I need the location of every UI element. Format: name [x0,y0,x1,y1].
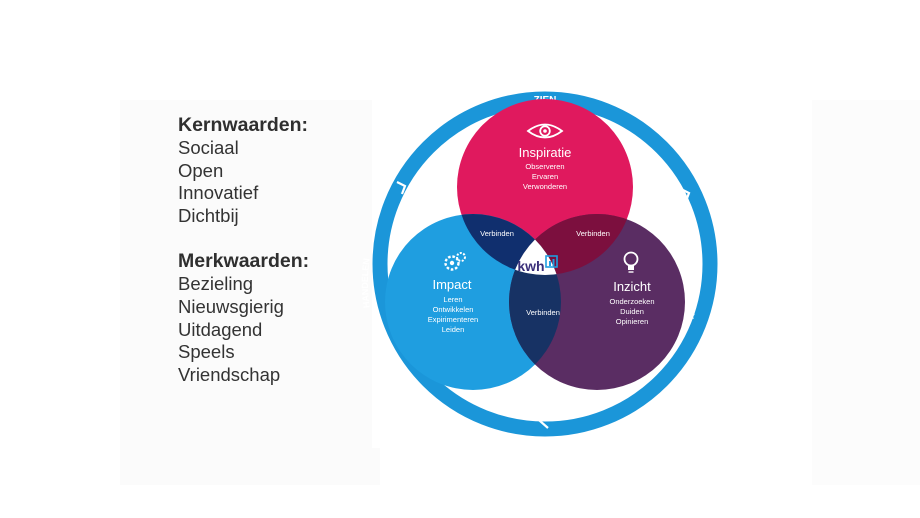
merkwaarde-item: Bezieling [178,273,254,295]
impact-line: Expirimenteren [428,315,478,324]
kernwaarden-group: Kernwaarden: Sociaal Open Innovatief Dic… [178,114,309,227]
overlap-inspiratie-inzicht [509,214,633,275]
overlap-label: Verbinden [526,308,560,317]
logo-accent-icon [545,255,558,268]
logo-accent-bar [549,261,551,266]
impact-title: Impact [432,277,471,292]
kernwaarden-heading: Kernwaarden: [178,114,309,136]
inspiratie-line: Ervaren [532,172,558,181]
ring-label-handelen-path: HANDELEN [360,258,372,309]
merkwaarden-heading: Merkwaarden: [178,250,310,273]
kernwaarde-item: Sociaal [178,137,239,158]
merkwaarde-item: Nieuwsgierig [178,295,284,317]
inspiratie-line: Verwonderen [523,182,567,191]
kernwaarde-item: Open [178,159,224,181]
gears-icon [444,252,466,271]
overlap-label: Verbinden [480,229,514,238]
values-list: Kernwaarden: Sociaal Open Innovatief Dic… [178,114,309,386]
impact-line: Leren [443,295,462,304]
inspiratie-line: Observeren [525,162,564,171]
merkwaarde-item: Uitdagend [178,318,263,340]
right-panel-background [812,100,920,485]
merkwaarden-group: Merkwaarden: Bezieling Nieuwsgierig Uitd… [178,250,309,386]
ring-arrow-icon [538,413,549,429]
inzicht-line: Onderzoeken [609,297,654,306]
inspiratie-title: Inspiratie [519,145,572,160]
overlap-label: Verbinden [576,229,610,238]
ring-arrow-icon [680,188,691,202]
kwh-logo: kwh [517,255,558,274]
left-panel-background [120,100,380,485]
overlap-inspiratie-impact [457,214,561,275]
impact-line: Ontwikkelen [433,305,474,314]
merkwaarde-item: Vriendschap [178,363,281,385]
eye-icon [526,123,564,139]
kernwaarde-item: Dichtbij [178,204,239,226]
logo-accent-bar [552,259,555,266]
inzicht-line: Duiden [620,307,644,316]
impact-line: Leiden [442,325,465,334]
merkwaarde-item: Speels [178,341,235,363]
ring-label-handelen: HANDELEN [360,258,372,309]
kernwaarde-item: Innovatief [178,182,259,204]
logo-text: kwh [517,258,544,274]
ring-arrow-icon [396,181,407,195]
inzicht-line: Opinieren [616,317,649,326]
lightbulb-icon [623,251,639,273]
inzicht-title: Inzicht [613,279,651,294]
